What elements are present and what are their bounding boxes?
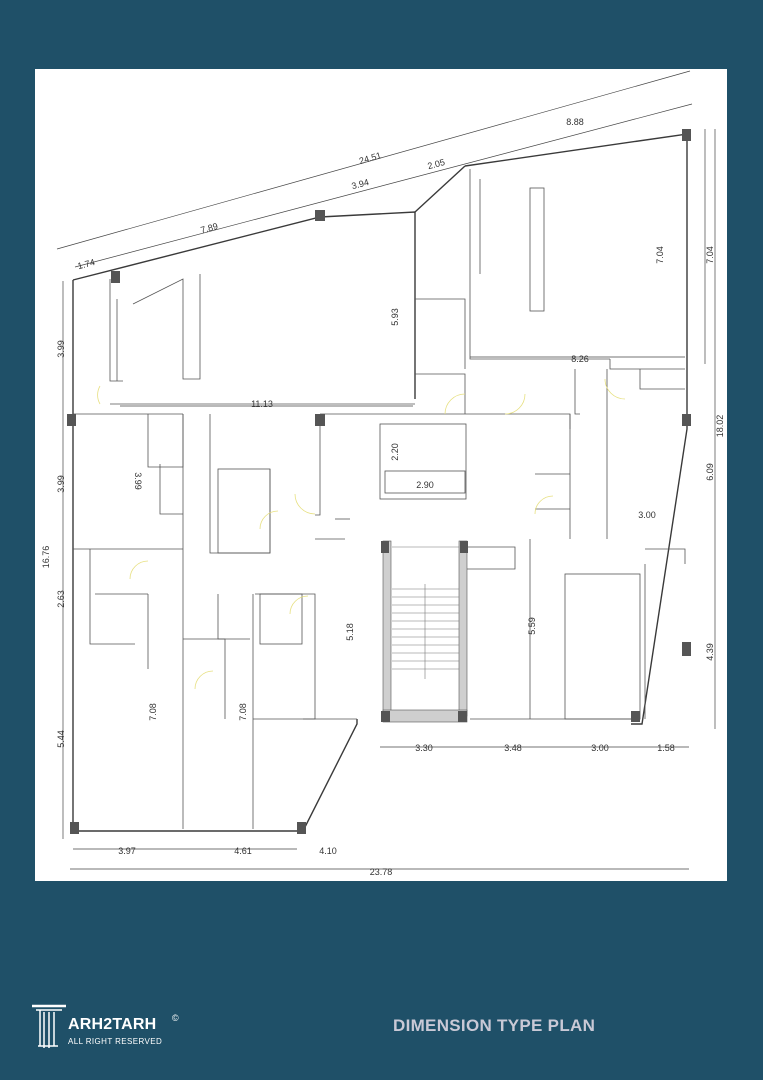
- dim-bottom-a: 3.97: [118, 846, 136, 856]
- dim-right-mid: 6.09: [705, 463, 715, 481]
- dim-top-corner: 1.74: [76, 257, 96, 271]
- dim-bottom-c: 4.10: [319, 846, 337, 856]
- dimension-labels: 24.51 8.88 3.94 2.05 7.89 1.74 7.04 18.0…: [41, 117, 725, 877]
- dim-bottom-b: 4.61: [234, 846, 252, 856]
- dim-right-total: 18.02: [715, 415, 725, 438]
- floor-plan: 24.51 8.88 3.94 2.05 7.89 1.74 7.04 18.0…: [41, 70, 725, 877]
- brand-tagline: ALL RIGHT RESERVED: [68, 1037, 163, 1046]
- dim-left-c: 2.63: [56, 590, 66, 608]
- interior-walls: [73, 169, 686, 829]
- dim-bottom-total: 23.78: [370, 867, 393, 877]
- dim-top-total: 24.51: [358, 150, 382, 166]
- dim-stair-left-h: 5.18: [345, 623, 355, 641]
- dim-inner-right-height: 7.04: [655, 246, 665, 264]
- dim-right-lower: 4.39: [705, 643, 715, 661]
- copyright-mark: ©: [172, 1013, 179, 1023]
- dim-lower-left-h: 7.08: [148, 703, 158, 721]
- dim-top-mid-a: 3.94: [350, 177, 370, 191]
- dim-room-depth: 3.99: [133, 472, 143, 490]
- drawing-sheet: 24.51 8.88 3.94 2.05 7.89 1.74 7.04 18.0…: [35, 69, 727, 881]
- dim-shaft-h: 2.20: [390, 443, 400, 461]
- dim-top-mid-b: 2.05: [426, 157, 446, 171]
- dim-right-upper: 7.04: [705, 246, 715, 264]
- dim-top-left: 7.89: [199, 221, 219, 235]
- logo-mark: [32, 1004, 66, 1048]
- dim-right-room-w: 3.00: [638, 510, 656, 520]
- dimension-lines: [56, 70, 716, 870]
- dim-lower-mid-h: 7.08: [238, 703, 248, 721]
- dim-inner-mid-height: 5.93: [390, 308, 400, 326]
- door-swings: [97, 378, 626, 690]
- dim-inner-width: 11.13: [251, 399, 273, 409]
- staircase: [382, 540, 468, 723]
- dim-bottom-right-c: 3.00: [591, 743, 609, 753]
- dim-left-a: 3.99: [56, 340, 66, 358]
- brand-name: ARH2TARH: [68, 1016, 157, 1033]
- dim-bottom-right-d: 1.58: [657, 743, 675, 753]
- plan-title: DIMENSION TYPE PLAN: [393, 1016, 596, 1035]
- columns: [67, 129, 691, 834]
- dim-left-d: 5.44: [56, 730, 66, 748]
- dim-left-b: 3.99: [56, 475, 66, 493]
- dim-bottom-right-a: 3.30: [415, 743, 433, 753]
- dim-bottom-right-b: 3.48: [504, 743, 522, 753]
- dim-top-right: 8.88: [566, 117, 584, 127]
- dim-inner-upper-width: 8.26: [571, 354, 589, 364]
- dim-right-room-h: 5.59: [527, 617, 537, 635]
- dim-shaft-w: 2.90: [416, 480, 434, 490]
- dim-left-total: 16.76: [41, 546, 51, 569]
